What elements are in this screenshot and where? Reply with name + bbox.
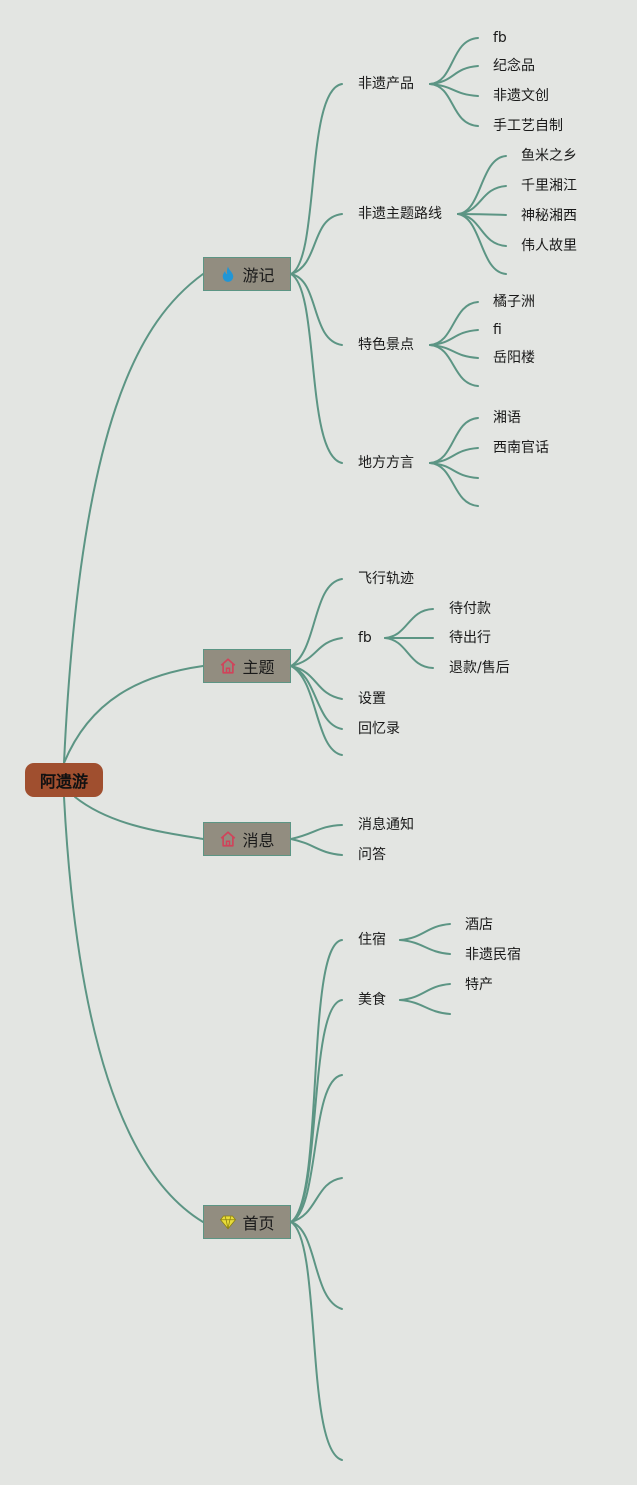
branch-jingdian-empty bbox=[429, 344, 479, 387]
branch-zhuti-huiyilu bbox=[290, 665, 343, 730]
topic-shouye-label: 首页 bbox=[242, 1214, 275, 1233]
node-huiyilu[interactable]: 回忆录 bbox=[358, 721, 400, 737]
node-shezhi[interactable]: 设置 bbox=[358, 691, 386, 707]
topic-zhuti-label: 主题 bbox=[242, 658, 275, 677]
branch-shouye-empty1 bbox=[290, 1074, 343, 1223]
branch-root-shouye bbox=[63, 796, 204, 1223]
leaf-daichuxing[interactable]: 待出行 bbox=[449, 630, 491, 646]
topic-youji[interactable]: 游记 bbox=[203, 257, 291, 291]
flame-icon bbox=[223, 266, 234, 282]
branch-luxian-yumi bbox=[457, 155, 507, 215]
leaf-fb[interactable]: fb bbox=[493, 30, 507, 46]
node-tese-jingdian[interactable]: 特色景点 bbox=[358, 337, 414, 353]
leaf-daifukuan[interactable]: 待付款 bbox=[449, 601, 491, 617]
leaf-feiyi-wenchuang[interactable]: 非遗文创 bbox=[493, 88, 549, 104]
branch-root-zhuti bbox=[63, 665, 204, 764]
node-fb[interactable]: fb bbox=[358, 630, 372, 646]
node-feixing-guiji[interactable]: 飞行轨迹 bbox=[358, 571, 414, 587]
node-difang-fangyan[interactable]: 地方方言 bbox=[358, 455, 414, 471]
branch-youji-luxian bbox=[290, 213, 343, 275]
branch-luxian-weiren bbox=[457, 213, 507, 247]
leaf-tuikuan-shouhou[interactable]: 退款/售后 bbox=[449, 660, 510, 676]
branch-meishi-empty bbox=[399, 999, 451, 1015]
leaf-jinianpin[interactable]: 纪念品 bbox=[493, 58, 535, 74]
leaf-shougongyi-zizhi[interactable]: 手工艺自制 bbox=[493, 118, 563, 134]
branch-jingdian-juzizhou bbox=[429, 301, 479, 346]
branch-shouye-meishi bbox=[290, 999, 343, 1223]
branch-chanpin-fb bbox=[429, 37, 479, 85]
branch-fb-tuikuan bbox=[384, 637, 434, 669]
node-feiyi-chanpin[interactable]: 非遗产品 bbox=[358, 76, 414, 92]
branch-shouye-empty4 bbox=[290, 1221, 343, 1461]
branch-youji-fangyan bbox=[290, 273, 343, 464]
leaf-xiangyu[interactable]: 湘语 bbox=[493, 410, 521, 426]
leaf-yueyanglou[interactable]: 岳阳楼 bbox=[493, 350, 535, 366]
branch-zhusu-minsu bbox=[399, 939, 451, 955]
branch-zhuti-empty bbox=[290, 665, 343, 756]
branch-chanpin-shougongyi bbox=[429, 83, 479, 127]
leaf-yumi-zhixiang[interactable]: 鱼米之乡 bbox=[521, 148, 577, 164]
leaf-xinan-guanhua[interactable]: 西南官话 bbox=[493, 440, 549, 456]
leaf-techan[interactable]: 特产 bbox=[465, 977, 493, 993]
leaf-juzizhou[interactable]: 橘子洲 bbox=[493, 294, 535, 310]
topic-xiaoxi[interactable]: 消息 bbox=[203, 822, 291, 856]
branch-fangyan-xinan bbox=[429, 447, 479, 464]
branch-youji-chanpin bbox=[290, 83, 343, 275]
branch-zhuti-guiji bbox=[290, 578, 343, 667]
branch-luxian-qianli bbox=[457, 185, 507, 215]
topic-youji-label: 游记 bbox=[242, 266, 275, 285]
branch-xiaoxi-wenda bbox=[290, 838, 343, 856]
home-icon bbox=[221, 831, 236, 847]
branch-fangyan-empty2 bbox=[429, 462, 479, 507]
branch-fb-daifukuan bbox=[384, 608, 434, 639]
leaf-jiudian[interactable]: 酒店 bbox=[465, 917, 493, 933]
topic-zhuti[interactable]: 主题 bbox=[203, 649, 291, 683]
home-icon bbox=[221, 658, 236, 674]
branch-shouye-empty3 bbox=[290, 1221, 343, 1310]
diamond-icon bbox=[220, 1215, 237, 1230]
topic-xiaoxi-label: 消息 bbox=[242, 831, 275, 850]
branch-root-xiaoxi bbox=[74, 796, 204, 840]
branch-zhuti-fb bbox=[290, 637, 343, 667]
node-xiaoxi-tongzhi[interactable]: 消息通知 bbox=[358, 817, 414, 833]
branch-root-youji bbox=[63, 273, 204, 764]
branch-luxian-empty bbox=[457, 213, 507, 275]
branch-zhusu-jiudian bbox=[399, 923, 451, 941]
leaf-qianli-xiangjiang[interactable]: 千里湘江 bbox=[521, 178, 577, 194]
branch-xiaoxi-tongzhi bbox=[290, 824, 343, 840]
node-wenda[interactable]: 问答 bbox=[358, 847, 386, 863]
node-feiyi-luxian[interactable]: 非遗主题路线 bbox=[358, 206, 442, 222]
topic-shouye[interactable]: 首页 bbox=[203, 1205, 291, 1239]
branch-shouye-empty2 bbox=[290, 1177, 343, 1223]
root-node[interactable]: 阿遗游 bbox=[25, 763, 103, 797]
branch-zhuti-shezhi bbox=[290, 665, 343, 700]
branch-youji-jingdian bbox=[290, 273, 343, 346]
leaf-weiren-guli[interactable]: 伟人故里 bbox=[521, 238, 577, 254]
leaf-feiyi-minsu[interactable]: 非遗民宿 bbox=[465, 947, 521, 963]
node-zhusu[interactable]: 住宿 bbox=[358, 932, 386, 948]
leaf-shenmi-xiangxi[interactable]: 神秘湘西 bbox=[521, 208, 577, 224]
root-label: 阿遗游 bbox=[39, 772, 88, 791]
branch-jingdian-fi bbox=[429, 329, 479, 346]
branch-chanpin-jinianpin bbox=[429, 65, 479, 85]
node-meishi[interactable]: 美食 bbox=[358, 992, 386, 1008]
leaf-fi[interactable]: fi bbox=[493, 322, 502, 338]
branch-meishi-techan bbox=[399, 983, 451, 1001]
